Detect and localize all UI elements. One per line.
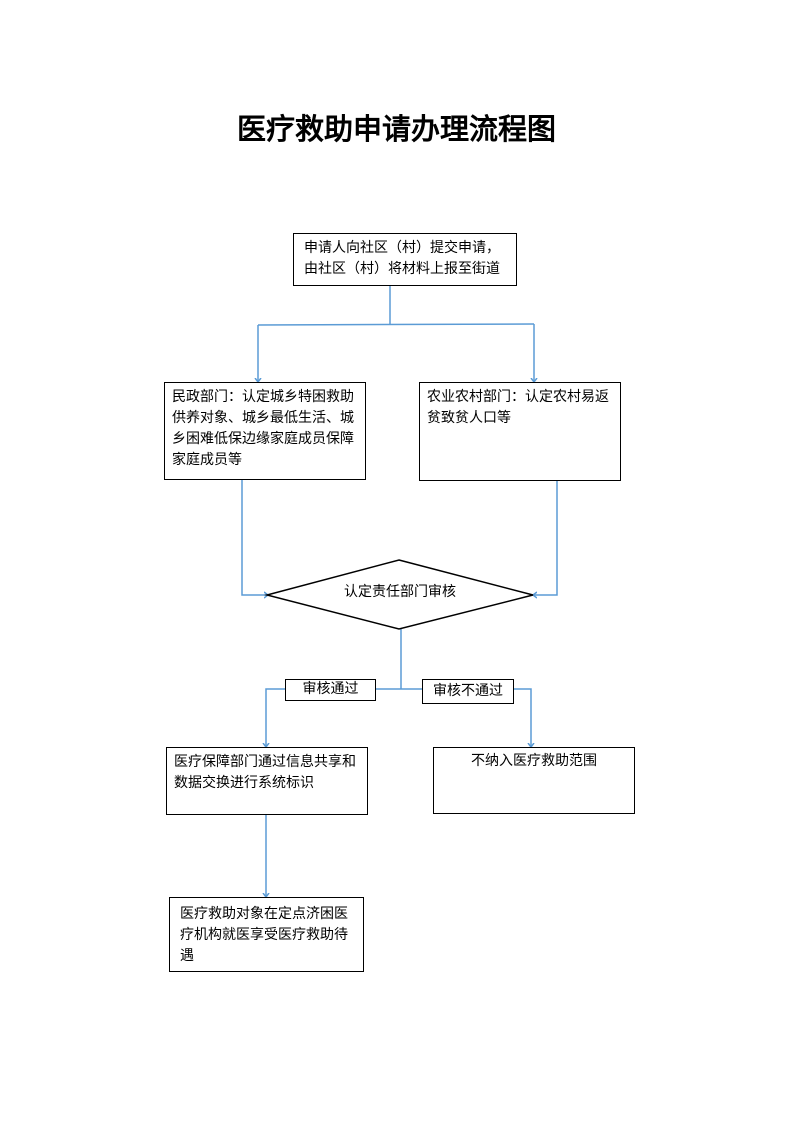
review-diamond [264, 559, 534, 630]
node-review-text: 认定责任部门审核 [344, 584, 456, 600]
node-enjoy-benefit-text: 医疗救助对象在定点济困医疗机构就医享受医疗救助待遇 [180, 906, 348, 964]
node-not-included: 不纳入医疗救助范围 [433, 747, 635, 814]
node-apply-text: 申请人向社区（村）提交申请，由社区（村）将材料上报至街道 [304, 240, 500, 277]
connector-split-horizontal [257, 323, 535, 326]
node-agri-rural-text: 农业农村部门：认定农村易返贫致贫人口等 [427, 389, 609, 426]
edge-label-pass: 审核通过 [285, 679, 376, 701]
node-agri-rural: 农业农村部门：认定农村易返贫致贫人口等 [419, 382, 621, 481]
arrow-agri-to-review [533, 481, 558, 595]
node-civil-affairs: 民政部门：认定城乡特困救助供养对象、城乡最低生活、城乡困难低保边缘家庭成员保障家… [164, 382, 366, 480]
node-enjoy-benefit: 医疗救助对象在定点济困医疗机构就医享受医疗救助待遇 [169, 897, 364, 972]
edge-label-fail: 审核不通过 [422, 679, 514, 704]
node-medical-security-text: 医疗保障部门通过信息共享和数据交换进行系统标识 [174, 754, 356, 791]
node-civil-affairs-text: 民政部门：认定城乡特困救助供养对象、城乡最低生活、城乡困难低保边缘家庭成员保障家… [172, 389, 354, 468]
node-medical-security: 医疗保障部门通过信息共享和数据交换进行系统标识 [166, 747, 368, 815]
node-apply: 申请人向社区（村）提交申请，由社区（村）将材料上报至街道 [293, 233, 517, 286]
node-not-included-text: 不纳入医疗救助范围 [471, 753, 597, 769]
page-title: 医疗救助申请办理流程图 [236, 112, 556, 146]
arrow-civil-to-review [241, 480, 268, 595]
